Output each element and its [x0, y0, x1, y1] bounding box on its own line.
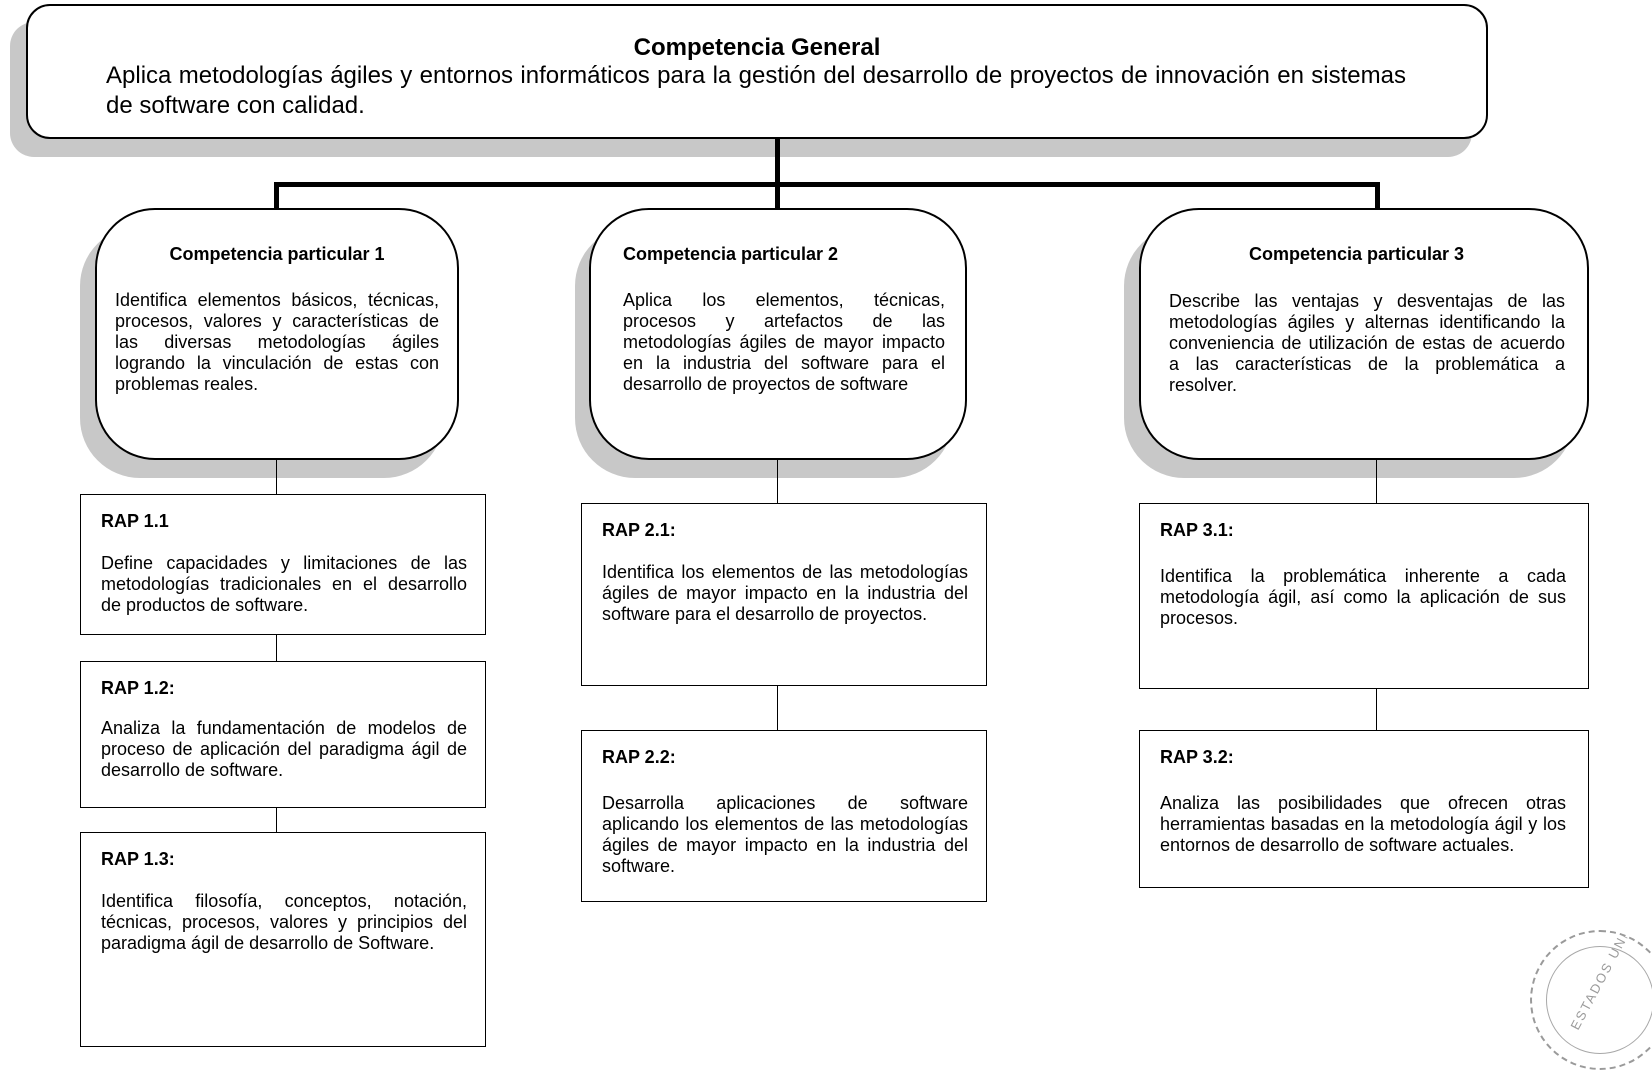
connector-p3-rap31	[1376, 460, 1377, 504]
rap-3-2-box: RAP 3.2: Analiza las posibilidades que o…	[1139, 730, 1589, 888]
general-competence-text: Aplica metodologías ágiles y entornos in…	[106, 62, 1406, 119]
rap-1-1-text: Define capacidades y limitaciones de las…	[101, 553, 467, 615]
rap-3-1-title: RAP 3.1:	[1160, 520, 1234, 540]
general-competence-title: Competencia General	[633, 34, 881, 61]
seal-inner-ring	[1546, 946, 1652, 1054]
particular-competence-2-box: Competencia particular 2 Aplica los elem…	[589, 208, 967, 460]
general-competence-box: Competencia General Aplica metodologías …	[26, 4, 1488, 139]
rap-2-1-box: RAP 2.1: Identifica los elementos de las…	[581, 503, 987, 686]
rap-2-1-text: Identifica los elementos de las metodolo…	[602, 562, 968, 624]
rap-1-2-text: Analiza la fundamentación de modelos de …	[101, 718, 467, 780]
rap-2-2-text: Desarrolla aplicaciones de software apli…	[602, 793, 968, 876]
particular-competence-2-text: Aplica los elementos, técnicas, procesos…	[623, 290, 945, 394]
rap-2-2-box: RAP 2.2: Desarrolla aplicaciones de soft…	[581, 730, 987, 902]
rap-3-1-text: Identifica la problemática inherente a c…	[1160, 566, 1566, 628]
seal-watermark: ESTADOS UNIDOS	[1530, 930, 1652, 1070]
connector-rap21-rap22	[777, 686, 778, 731]
rap-3-2-title: RAP 3.2:	[1160, 747, 1234, 767]
rap-1-2-title: RAP 1.2:	[101, 678, 175, 698]
rap-1-1-title: RAP 1.1	[101, 511, 169, 531]
particular-competence-1-text: Identifica elementos básicos, técnicas, …	[115, 290, 439, 394]
rap-2-1-title: RAP 2.1:	[602, 520, 676, 540]
rap-2-2-title: RAP 2.2:	[602, 747, 676, 767]
connector-rap31-rap32	[1376, 689, 1377, 731]
connector-horizontal-bar	[274, 182, 1380, 187]
connector-rap11-rap12	[276, 635, 277, 662]
rap-1-3-box: RAP 1.3: Identifica filosofía, conceptos…	[80, 832, 486, 1047]
connector-rap12-rap13	[276, 808, 277, 833]
connector-to-particular-3	[1375, 182, 1380, 210]
rap-3-1-box: RAP 3.1: Identifica la problemática inhe…	[1139, 503, 1589, 689]
connector-general-down	[775, 139, 780, 210]
particular-competence-1-title: Competencia particular 1	[169, 244, 385, 264]
rap-3-2-text: Analiza las posibilidades que ofrecen ot…	[1160, 793, 1566, 855]
particular-competence-3-title: Competencia particular 3	[1249, 244, 1465, 264]
particular-competence-1-box: Competencia particular 1 Identifica elem…	[95, 208, 459, 460]
particular-competence-3-box: Competencia particular 3 Describe las ve…	[1139, 208, 1589, 460]
particular-competence-2-title: Competencia particular 2	[623, 244, 839, 264]
rap-1-3-title: RAP 1.3:	[101, 849, 175, 869]
connector-p2-rap21	[777, 460, 778, 504]
rap-1-2-box: RAP 1.2: Analiza la fundamentación de mo…	[80, 661, 486, 808]
connector-p1-rap11	[276, 460, 277, 495]
connector-to-particular-1	[274, 182, 279, 210]
rap-1-3-text: Identifica filosofía, conceptos, notació…	[101, 891, 467, 953]
particular-competence-3-text: Describe las ventajas y desventajas de l…	[1169, 291, 1565, 395]
rap-1-1-box: RAP 1.1 Define capacidades y limitacione…	[80, 494, 486, 635]
